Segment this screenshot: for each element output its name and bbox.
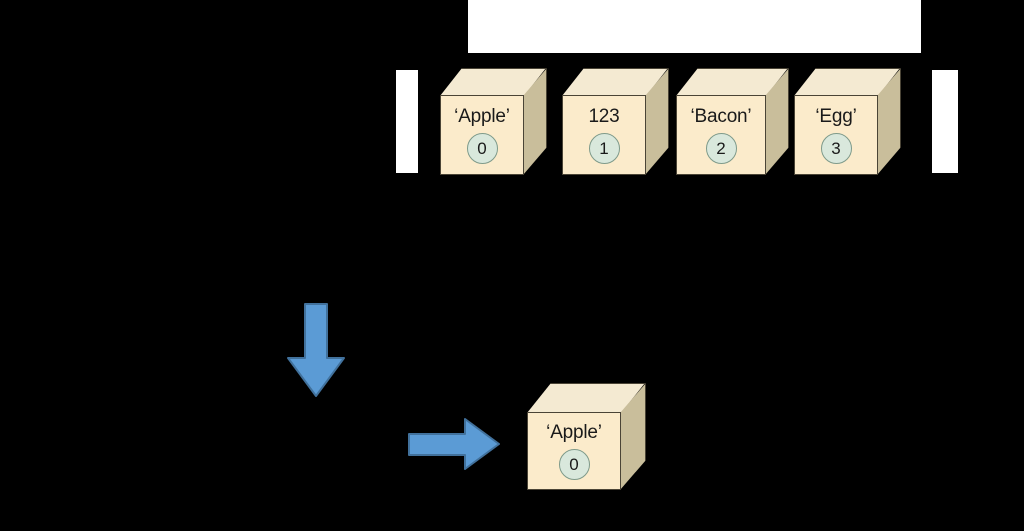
cube-index-badge: 0 [466, 132, 498, 164]
cube-front-face: ‘Bacon’ 2 [676, 95, 766, 175]
cube-index-badge: 1 [588, 132, 620, 164]
cube-front-face: ‘Apple’ 0 [527, 412, 621, 490]
cube-index-badge: 3 [820, 132, 852, 164]
list-item-cube-1[interactable]: 123 1 [562, 68, 692, 175]
cube-front-face: ‘Apple’ 0 [440, 95, 524, 175]
down-arrow-icon [287, 303, 345, 398]
left-blank-bar [396, 70, 418, 173]
cube-value-label: ‘Apple’ [454, 105, 510, 127]
cube-index-badge: 0 [558, 448, 590, 480]
cube-value-label: ‘Bacon’ [690, 105, 752, 127]
cube-index-badge: 2 [705, 132, 737, 164]
right-arrow-icon [408, 418, 500, 471]
result-item-cube[interactable]: ‘Apple’ 0 [527, 383, 657, 490]
cube-value-label: ‘Apple’ [546, 421, 602, 443]
list-item-cube-2[interactable]: ‘Bacon’ 2 [676, 68, 806, 175]
list-item-cube-3[interactable]: ‘Egg’ 3 [794, 68, 924, 175]
cube-value-label: 123 [588, 105, 620, 127]
cube-front-face: ‘Egg’ 3 [794, 95, 878, 175]
cube-value-label: ‘Egg’ [815, 105, 857, 127]
list-item-cube-0[interactable]: ‘Apple’ 0 [440, 68, 570, 175]
right-blank-bar [932, 70, 958, 173]
cube-front-face: 123 1 [562, 95, 646, 175]
top-blank-panel [468, 0, 921, 53]
